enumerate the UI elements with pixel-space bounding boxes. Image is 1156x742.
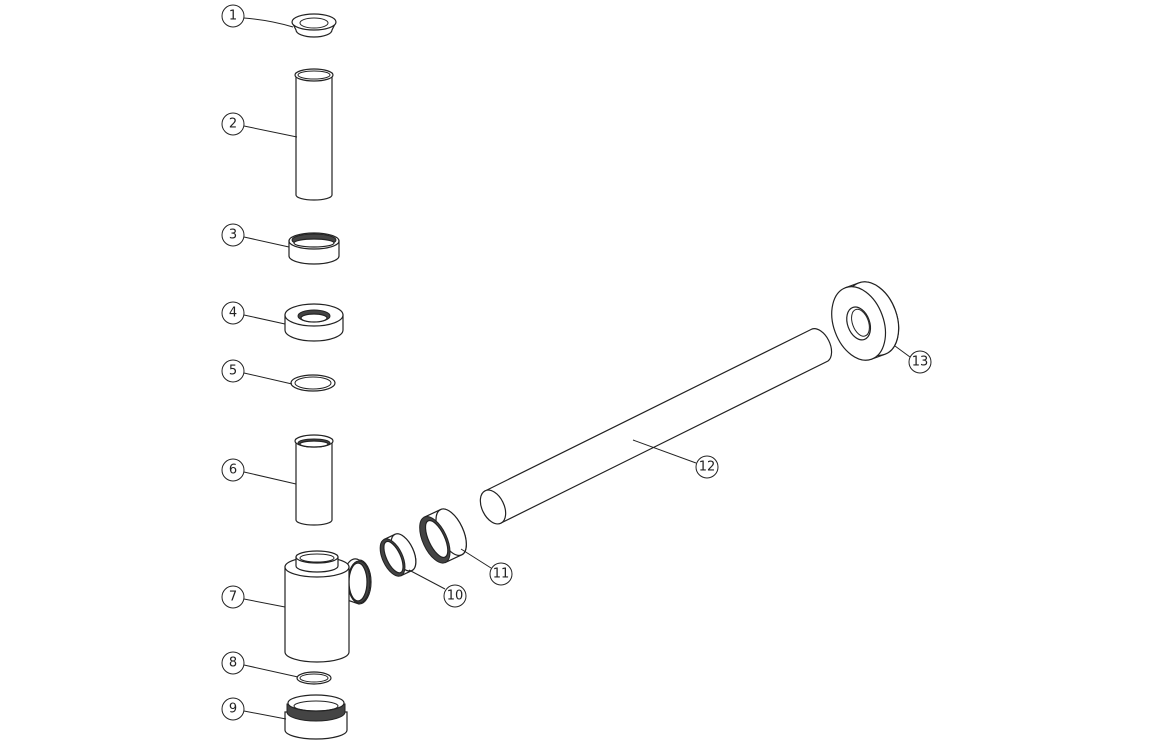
callout-label: 8 (229, 656, 237, 671)
callout-9: 9 (221, 697, 245, 721)
part-9-bottom-cap (284, 694, 348, 740)
part-10-ring (379, 533, 417, 577)
callout-7: 7 (221, 585, 245, 609)
callout-label: 10 (447, 589, 464, 604)
callout-label: 11 (493, 567, 510, 582)
callout-label: 3 (229, 228, 237, 243)
callout-label: 1 (229, 9, 237, 24)
part-6-tube (294, 434, 334, 526)
callout-5: 5 (221, 359, 245, 383)
callout-11: 11 (489, 562, 513, 586)
part-5-washer (290, 374, 336, 392)
part-8-o-ring (296, 671, 332, 685)
part-13-wall-flange (831, 281, 900, 361)
callout-label: 6 (229, 463, 237, 478)
callout-6: 6 (221, 458, 245, 482)
part-7-trap-body (284, 550, 372, 663)
part-4-nut (284, 303, 344, 342)
callout-label: 13 (912, 355, 929, 370)
callout-10: 10 (443, 584, 467, 608)
callout-3: 3 (221, 223, 245, 247)
callout-2: 2 (221, 112, 245, 136)
callout-1: 1 (221, 4, 245, 28)
part-12-pipe (479, 328, 833, 525)
callout-13: 13 (908, 350, 932, 374)
callout-12: 12 (695, 455, 719, 479)
part-11-nut (419, 508, 467, 564)
callout-label: 4 (229, 306, 237, 321)
part-3-nut (288, 232, 340, 265)
callout-4: 4 (221, 301, 245, 325)
part-1-ring (291, 13, 337, 38)
callout-label: 7 (229, 590, 237, 605)
callout-label: 2 (229, 117, 237, 132)
callout-label: 12 (699, 460, 716, 475)
part-2-tube (294, 68, 334, 201)
callout-label: 9 (229, 702, 237, 717)
leader-lines (243, 17, 911, 720)
callout-label: 5 (229, 364, 237, 379)
callout-8: 8 (221, 651, 245, 675)
